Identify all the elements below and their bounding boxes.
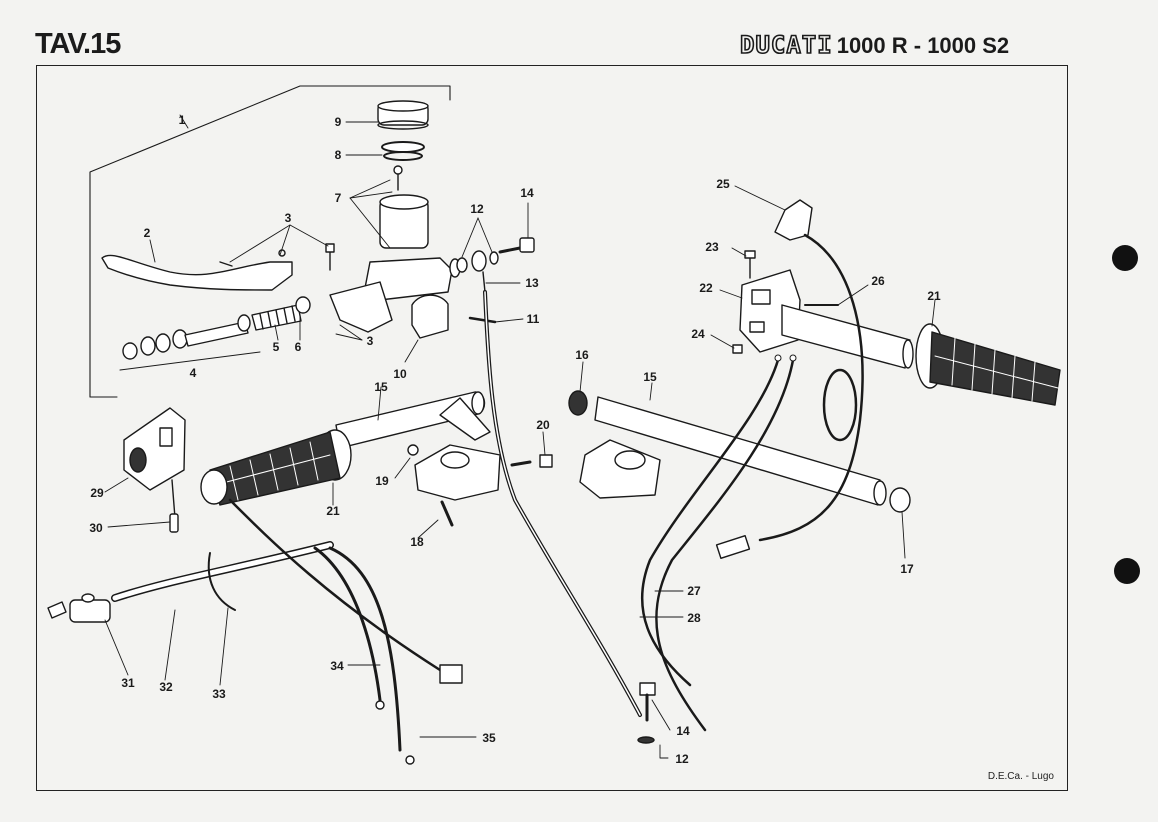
banjo-fitting [456, 237, 535, 293]
left-grip [200, 429, 352, 506]
brand-header: DUCATI 1000 R - 1000 S2 [739, 30, 1010, 60]
callout-12: 12 [470, 202, 484, 216]
callout-7: 7 [334, 191, 342, 205]
right-handlebar [568, 390, 911, 513]
left-switch-housing [123, 407, 186, 533]
throttle-cables [641, 354, 797, 732]
assembly-bracket [89, 85, 451, 398]
ducati-logo: DUCATI [739, 30, 833, 60]
callout-32: 32 [159, 680, 173, 694]
left-handlebar [335, 391, 491, 449]
callout-8: 8 [334, 148, 342, 162]
piston-kit [119, 296, 311, 371]
callout-24: 24 [691, 327, 705, 341]
right-grip [915, 323, 1061, 406]
callout-19: 19 [375, 474, 389, 488]
diagram-frame: D.E.Ca. - Lugo [36, 65, 1068, 791]
choke-assembly [47, 498, 463, 765]
master-cylinder-clamp [411, 294, 497, 339]
callout-16: 16 [575, 348, 589, 362]
callout-3: 3 [366, 334, 374, 348]
callout-15: 15 [374, 380, 388, 394]
callout-12: 12 [675, 752, 689, 766]
binder-hole-icon [1112, 245, 1138, 271]
callout-26: 26 [871, 274, 885, 288]
callout-15: 15 [643, 370, 657, 384]
callout-13: 13 [525, 276, 539, 290]
callout-30: 30 [89, 521, 103, 535]
callout-10: 10 [393, 367, 407, 381]
reservoir-cap [377, 100, 429, 130]
callout-20: 20 [536, 418, 550, 432]
callout-9: 9 [334, 115, 342, 129]
callout-35: 35 [482, 731, 496, 745]
callout-21: 21 [927, 289, 941, 303]
callout-2: 2 [143, 226, 151, 240]
credit-text: D.E.Ca. - Lugo [987, 771, 1054, 782]
callout-34: 34 [330, 659, 344, 673]
callout-27: 27 [687, 584, 701, 598]
binder-hole-icon [1114, 558, 1140, 584]
callout-23: 23 [705, 240, 719, 254]
callout-14: 14 [676, 724, 690, 738]
callout-17: 17 [900, 562, 914, 576]
callout-31: 31 [121, 676, 135, 690]
callout-11: 11 [526, 312, 540, 326]
callout-22: 22 [699, 281, 713, 295]
left-top-clamp [407, 444, 553, 527]
model-title: 1000 R - 1000 S2 [836, 33, 1010, 58]
throttle-housing [732, 250, 914, 369]
callout-28: 28 [687, 611, 701, 625]
callout-1: 1 [178, 113, 186, 127]
lower-banjo [637, 682, 656, 744]
callout-25: 25 [716, 177, 730, 191]
callout-3: 3 [284, 211, 292, 225]
brake-hose [483, 290, 642, 717]
callout-21: 21 [326, 504, 340, 518]
callout-29: 29 [90, 486, 104, 500]
callout-33: 33 [212, 687, 226, 701]
callout-14: 14 [520, 186, 534, 200]
callout-4: 4 [189, 366, 197, 380]
brake-lever [101, 243, 335, 291]
brake-light-switch [715, 199, 864, 559]
callout-5: 5 [272, 340, 280, 354]
page-title: TAV.15 [35, 28, 121, 60]
callout-18: 18 [410, 535, 424, 549]
master-cylinder [329, 165, 461, 333]
callout-6: 6 [294, 340, 302, 354]
reservoir-seal [381, 141, 425, 161]
leader-lines [104, 114, 936, 759]
